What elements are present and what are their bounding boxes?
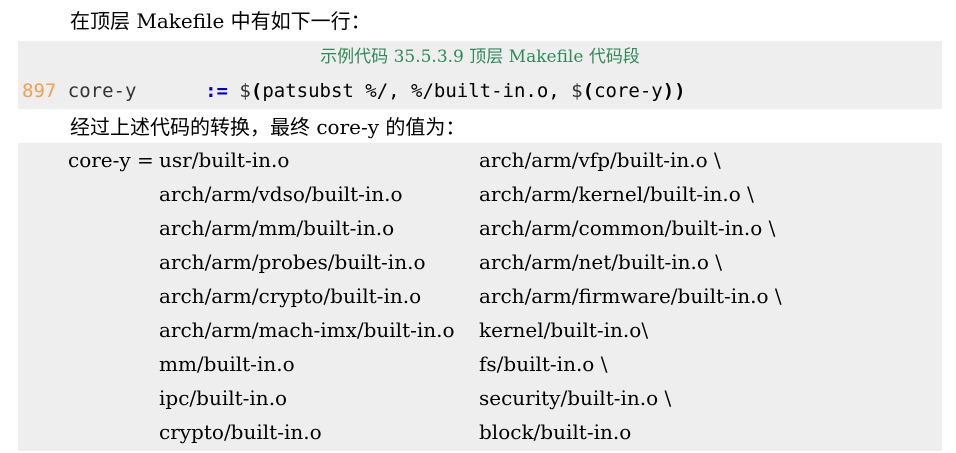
code-listing: 示例代码 35.5.3.9 顶层 Makefile 代码段 897 core-y… [18, 41, 942, 109]
code-fn-body: patsubst %/, %/built-in.o, [262, 80, 572, 102]
result-left: usr/built-in.o [159, 148, 290, 172]
result-row: arch/arm/mm/built-in.o arch/arm/common/b… [18, 211, 942, 245]
code-inner-var: core-y [594, 80, 663, 102]
result-right: arch/arm/kernel/built-in.o \ [479, 182, 754, 206]
result-intro-text: 经过上述代码的转换，最终 core-y 的值为： [70, 115, 466, 139]
code-assign: := [205, 80, 228, 102]
result-right: arch/arm/firmware/built-in.o \ [479, 284, 782, 308]
code-paren-open: ( [250, 80, 263, 102]
code-dollar: $ [239, 80, 251, 102]
result-right: arch/arm/common/built-in.o \ [479, 216, 776, 240]
result-left: mm/built-in.o [159, 352, 295, 376]
result-right: kernel/built-in.o\ [479, 318, 649, 342]
result-row: mm/built-in.o fs/built-in.o \ [18, 347, 942, 381]
result-row: arch/arm/crypto/built-in.o arch/arm/firm… [18, 279, 942, 313]
code-inner-open: ( [582, 80, 595, 102]
code-line: 897 core-y := $(patsubst %/, %/built-in.… [22, 77, 686, 105]
result-row: arch/arm/vdso/built-in.o arch/arm/kernel… [18, 177, 942, 211]
line-number: 897 [22, 80, 57, 102]
result-right: block/built-in.o [479, 420, 632, 444]
result-left: ipc/built-in.o [159, 386, 288, 410]
result-right: fs/built-in.o \ [479, 352, 608, 376]
result-row: core-y = usr/built-in.o arch/arm/vfp/bui… [18, 143, 942, 177]
result-left: arch/arm/crypto/built-in.o [159, 284, 422, 308]
result-label: core-y = [68, 148, 154, 172]
result-right: arch/arm/net/built-in.o \ [479, 250, 723, 274]
result-row: ipc/built-in.o security/built-in.o \ [18, 381, 942, 415]
result-row: crypto/built-in.o block/built-in.o [18, 415, 942, 449]
result-row: arch/arm/mach-imx/built-in.o kernel/buil… [18, 313, 942, 347]
result-left: arch/arm/vdso/built-in.o [159, 182, 403, 206]
intro-text: 在顶层 Makefile 中有如下一行： [70, 9, 371, 33]
code-spacing [136, 80, 205, 102]
result-row: arch/arm/probes/built-in.o arch/arm/net/… [18, 245, 942, 279]
result-left: arch/arm/probes/built-in.o [159, 250, 426, 274]
code-caption: 示例代码 35.5.3.9 顶层 Makefile 代码段 [320, 47, 640, 67]
result-left: crypto/built-in.o [159, 420, 322, 444]
code-close: )) [662, 80, 686, 102]
result-right: arch/arm/vfp/built-in.o \ [479, 148, 721, 172]
result-right: security/built-in.o \ [479, 386, 672, 410]
result-left: arch/arm/mm/built-in.o [159, 216, 395, 240]
code-dollar-inner: $ [571, 80, 583, 102]
result-left: arch/arm/mach-imx/built-in.o [159, 318, 455, 342]
result-block: core-y = usr/built-in.o arch/arm/vfp/bui… [18, 143, 942, 451]
code-var: core-y [67, 80, 137, 102]
